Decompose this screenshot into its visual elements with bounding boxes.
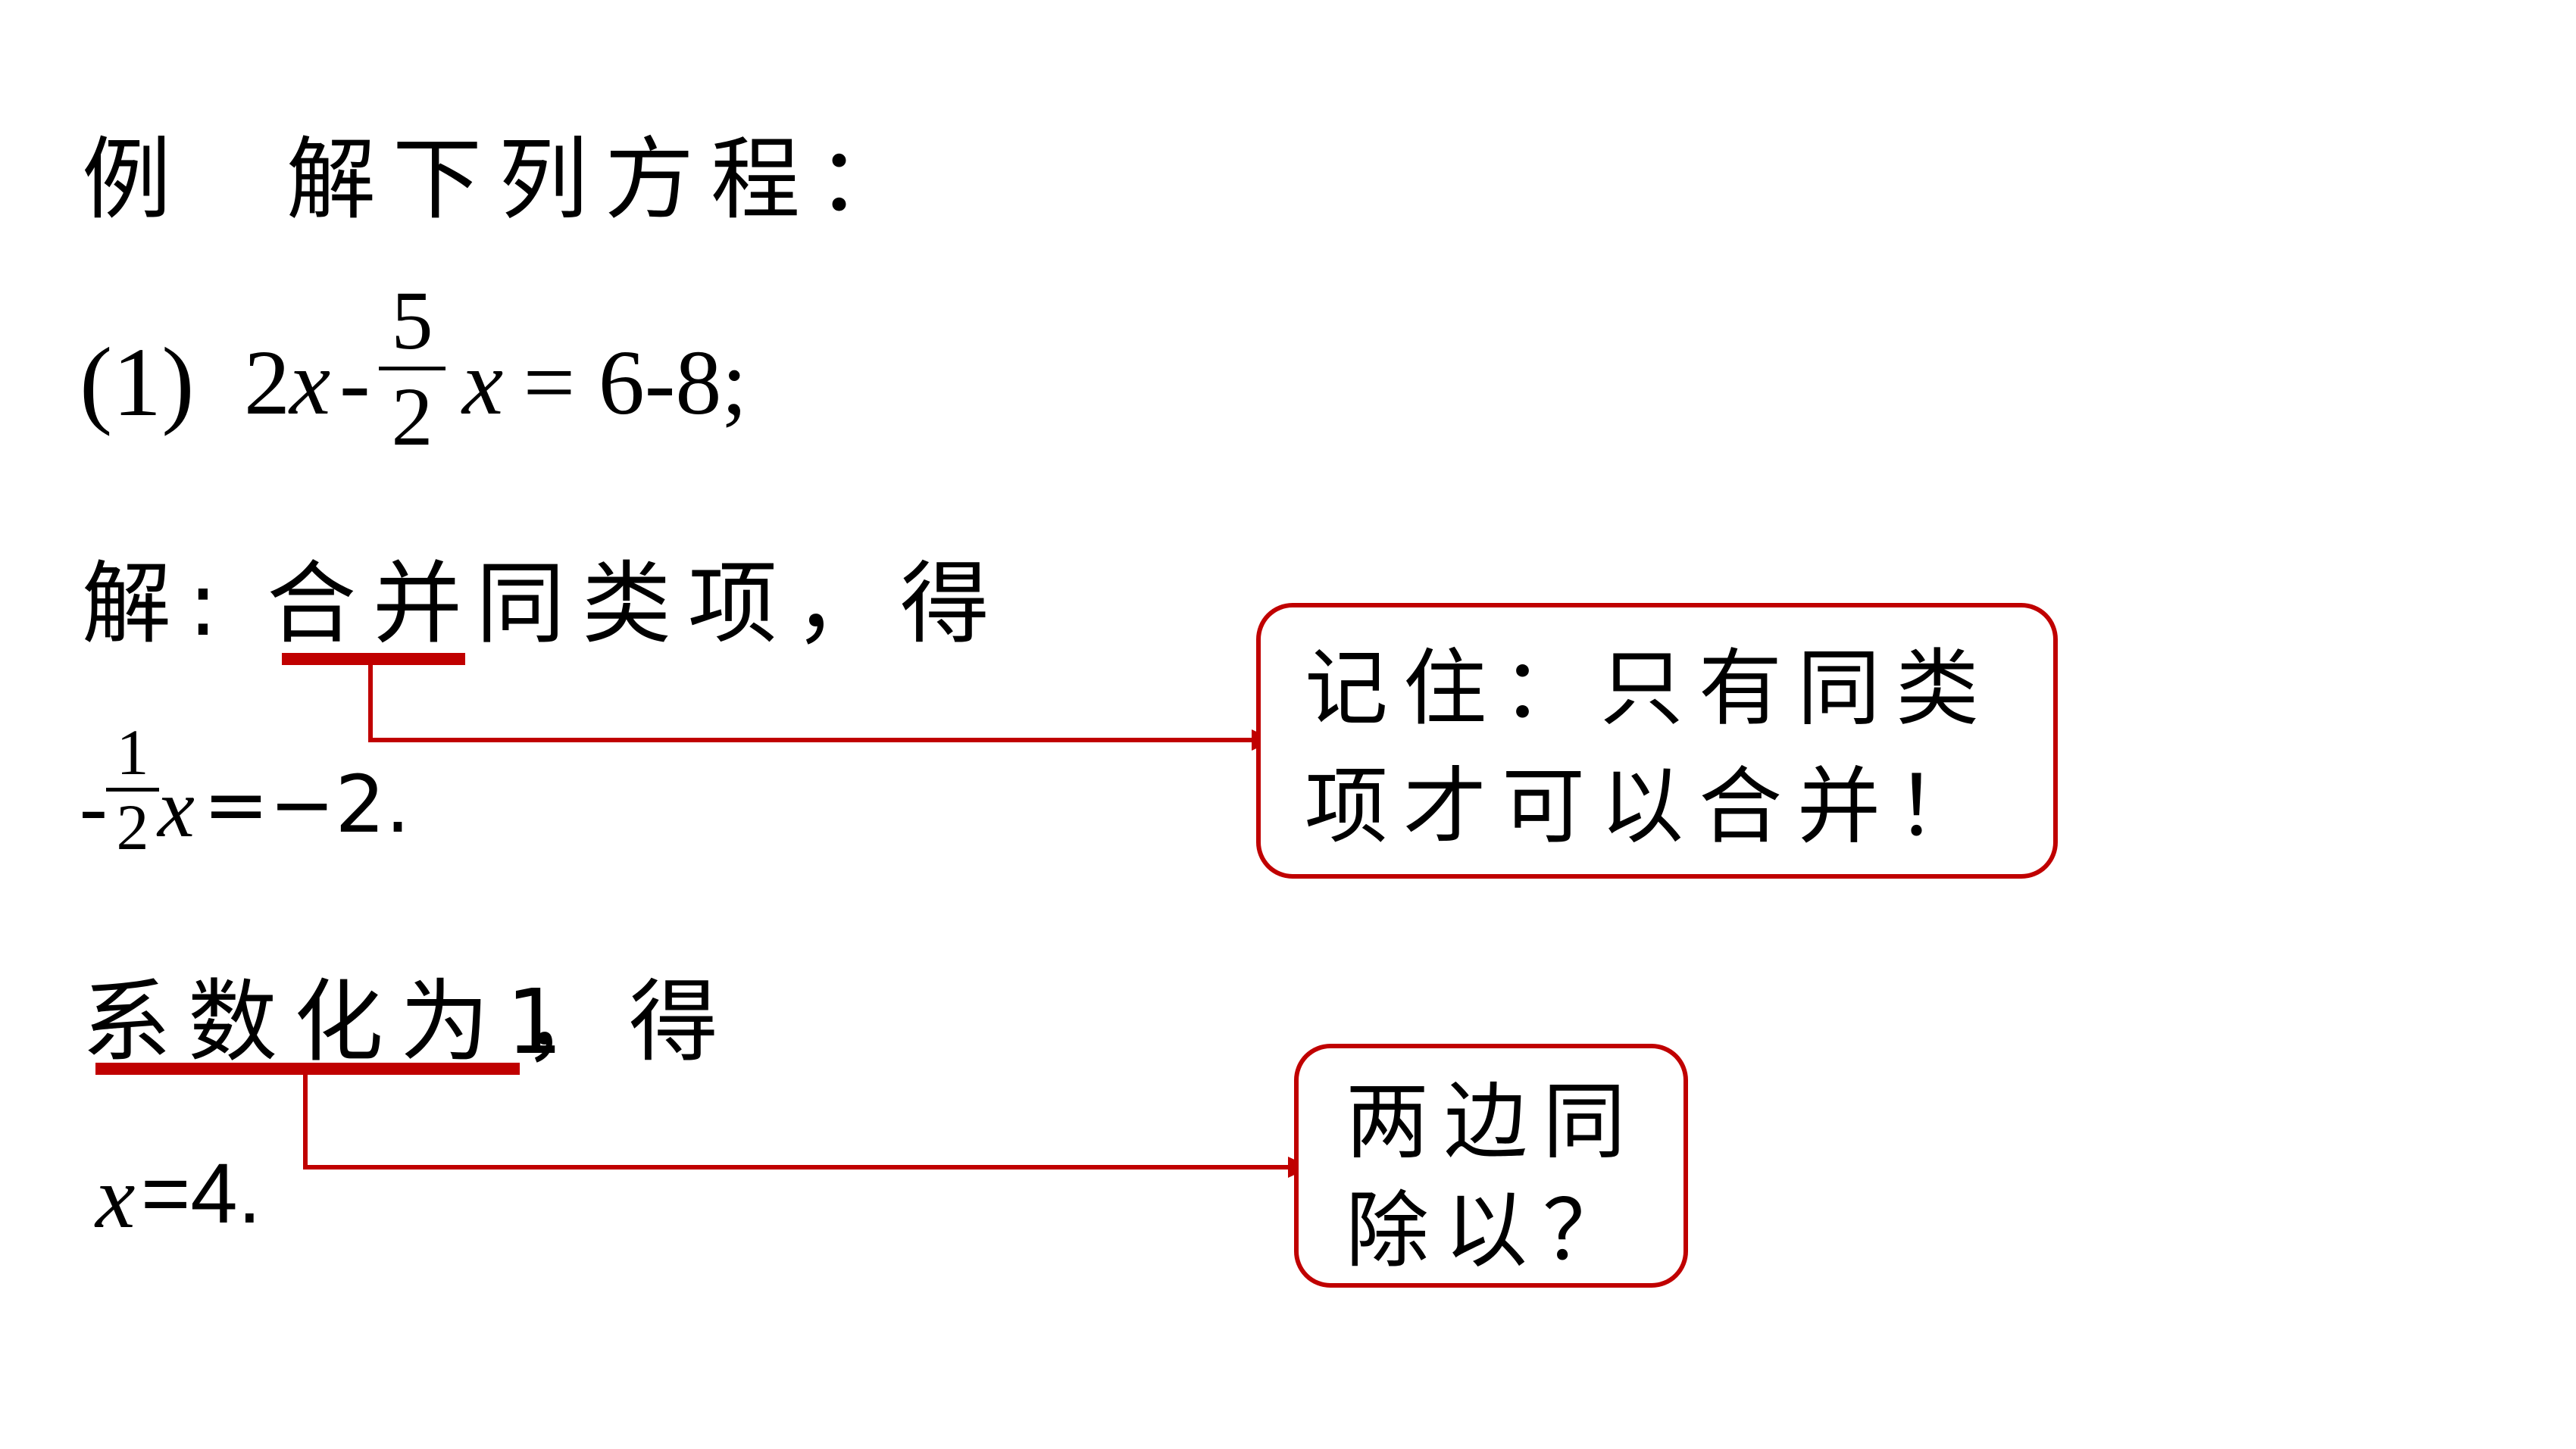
callout-divide-line2: 除以？ [1346, 1182, 1641, 1279]
callout-remember: 记住：只有同类 项才可以合并！ [1256, 603, 2058, 879]
coefficient-keyword: 系数化为1 [82, 970, 580, 1074]
problem-label: (1) [80, 328, 195, 437]
result1-frac-numerator: 1 [116, 716, 149, 789]
combine-keyword: 合并 [267, 551, 480, 656]
step1-rest: 同类项，得 [476, 551, 1007, 656]
problem-var-1: x [289, 332, 331, 434]
connector-1-horizontal [368, 738, 1253, 742]
result1-frac-denominator: 2 [116, 791, 149, 863]
callout-divide: 两边同 除以？ [1294, 1044, 1688, 1288]
connector-2-horizontal [303, 1165, 1290, 1170]
example-label: 例 [82, 127, 189, 232]
problem-var-2: x [462, 332, 504, 434]
problem-lhs-coef: 2 [244, 332, 290, 434]
problem-rhs: = 6-8; [500, 332, 748, 434]
problem-minus: - [339, 332, 370, 434]
callout-divide-line1: 两边同 [1346, 1073, 1641, 1170]
callout-remember-line2: 项才可以合并！ [1305, 758, 1994, 855]
result1-rhs: =−2. [203, 758, 411, 851]
connector-2-vertical [303, 1068, 308, 1170]
problem-frac-numerator: 5 [391, 274, 433, 367]
callout-remember-line1: 记住：只有同类 [1305, 640, 1994, 737]
result2-rhs: =4. [141, 1146, 261, 1241]
problem-frac-denominator: 2 [391, 370, 433, 463]
result1-minus: - [80, 760, 108, 853]
combine-underline [282, 653, 465, 665]
result1-var: x [158, 762, 195, 854]
result1-fraction: 1 2 [106, 720, 159, 860]
problem-fraction: 5 2 [379, 279, 445, 458]
coefficient-underline [95, 1063, 520, 1075]
step2-rest: ，得 [523, 970, 736, 1074]
problem-frac-bar [379, 367, 445, 370]
result2-var: x [95, 1148, 136, 1247]
page-title: 解下列方程： [286, 127, 924, 232]
solution-prefix: 解: [82, 551, 280, 656]
connector-1-vertical [368, 657, 373, 742]
result1-frac-bar [106, 788, 159, 792]
